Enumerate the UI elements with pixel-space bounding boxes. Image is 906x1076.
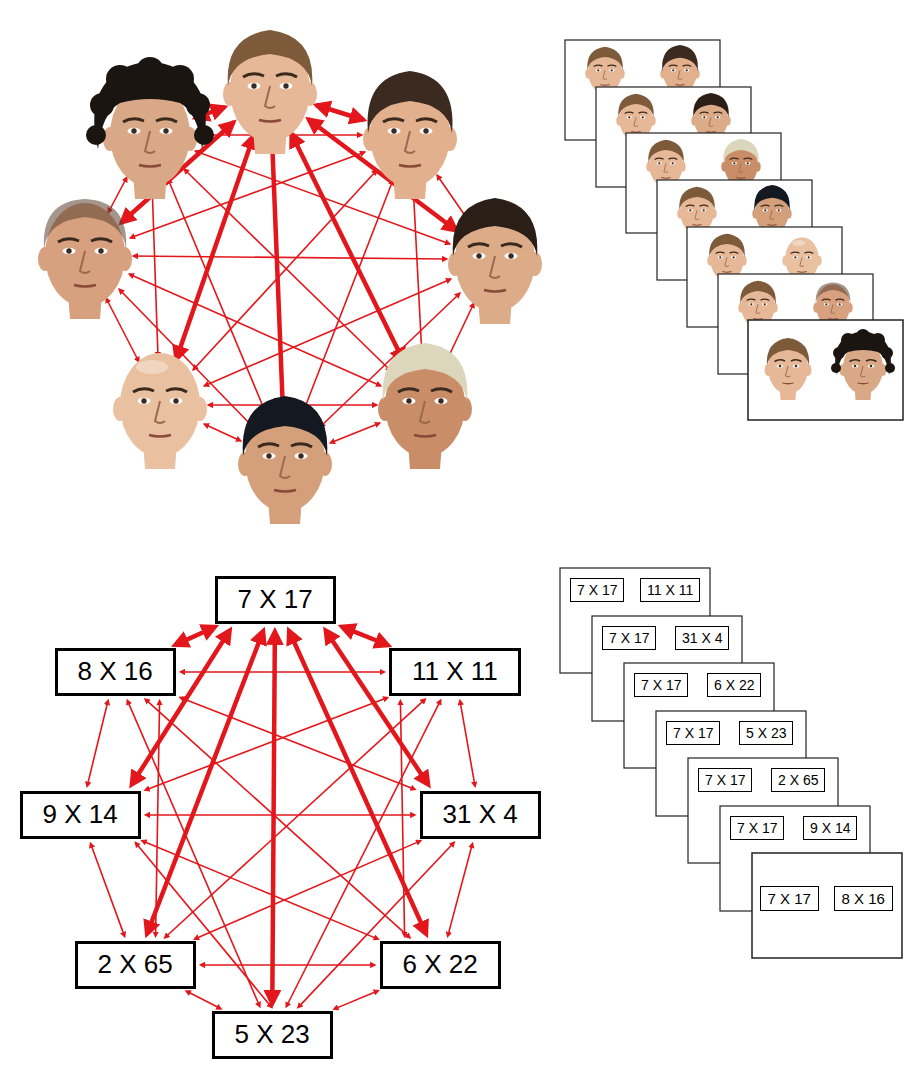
- trial-box: 8 X 16: [834, 886, 893, 911]
- comparison-arrow: [461, 704, 475, 783]
- comparison-arrow: [156, 704, 160, 933]
- comparison-arrow: [148, 699, 384, 789]
- box-label: 7 X 17: [609, 630, 649, 646]
- face-link: [302, 180, 393, 415]
- box-label: 7 X 17: [737, 820, 777, 836]
- face-portrait: [223, 30, 317, 154]
- box-label: 31 X 4: [682, 630, 722, 646]
- trial-box: 7 X 17: [602, 626, 656, 650]
- comparison-arrow: [351, 630, 379, 641]
- face-link: [204, 424, 241, 441]
- trial-box: 2 X 65: [771, 768, 825, 792]
- box-label: 5 X 23: [746, 725, 786, 741]
- box-label: 11 X 11: [412, 657, 498, 687]
- product-box: 9 X 14: [20, 791, 141, 839]
- trial-box: 9 X 14: [803, 816, 857, 840]
- trial-box: 7 X 17: [570, 578, 624, 602]
- comparison-arrow: [92, 847, 124, 934]
- box-label: 7 X 17: [641, 677, 681, 693]
- face-link: [106, 298, 139, 362]
- face-portrait: [363, 71, 457, 199]
- box-label: 2 X 65: [778, 772, 818, 788]
- comparison-arrow: [88, 704, 107, 783]
- problem-card: [752, 853, 902, 958]
- face-card-stack: [565, 40, 903, 420]
- box-label: 7 X 17: [673, 725, 713, 741]
- trial-box: 7 X 17: [634, 673, 688, 697]
- box-label: 6 X 22: [403, 950, 478, 980]
- comparison-arrow: [149, 814, 412, 816]
- trial-box: 7 X 17: [666, 721, 720, 745]
- problem-card-stack: [560, 568, 902, 958]
- product-box: 6 X 22: [380, 941, 501, 989]
- box-label: 7 X 17: [705, 772, 745, 788]
- box-label: 5 X 23: [235, 1020, 310, 1050]
- face-portrait: [38, 199, 132, 319]
- box-label: 7 X 17: [768, 890, 811, 907]
- comparison-arrow: [204, 964, 372, 966]
- face-link: [193, 170, 377, 370]
- comparison-arrow: [198, 842, 418, 938]
- face-card: [748, 320, 903, 420]
- face-link: [152, 183, 158, 357]
- comparison-arrow: [337, 992, 375, 1008]
- face-portrait: [113, 353, 207, 469]
- trial-box: 5 X 23: [739, 721, 793, 745]
- face-link: [316, 105, 364, 120]
- comparison-arrow: [145, 842, 375, 938]
- trial-box: 7 X 17: [730, 816, 784, 840]
- face-portraits: [38, 30, 542, 524]
- product-box: 2 X 65: [75, 941, 196, 989]
- comparison-arrow: [189, 993, 218, 1008]
- comparison-arrow: [449, 847, 472, 933]
- trial-box: 11 X 11: [640, 578, 700, 602]
- comparison-arrow: [184, 671, 381, 673]
- box-label: 7 X 17: [238, 585, 313, 615]
- product-box: 7 X 17: [215, 576, 336, 624]
- product-box: 5 X 23: [212, 1011, 333, 1059]
- product-box: 11 X 11: [389, 648, 521, 696]
- box-label: 9 X 14: [43, 800, 118, 830]
- box-label: 31 X 4: [443, 800, 518, 830]
- box-label: 2 X 65: [98, 950, 173, 980]
- face-link: [330, 423, 380, 443]
- face-portrait: [448, 198, 542, 324]
- trial-box: 7 X 17: [760, 886, 819, 911]
- comparison-arrow: [148, 701, 408, 935]
- face-portrait: [378, 343, 472, 469]
- trial-box: 31 X 4: [675, 626, 729, 650]
- face-portrait: [86, 57, 214, 199]
- box-label: 11 X 11: [647, 582, 693, 598]
- face-link: [133, 256, 447, 259]
- face-link: [184, 169, 391, 371]
- comparison-arrow: [167, 701, 423, 935]
- box-label: 9 X 14: [810, 820, 850, 836]
- comparison-arrow: [272, 641, 274, 993]
- box-label: 8 X 16: [78, 657, 153, 687]
- box-label: 6 X 22: [714, 677, 754, 693]
- box-label: 8 X 16: [842, 890, 885, 907]
- face-portrait: [238, 396, 332, 524]
- trial-box: 6 X 22: [707, 673, 761, 697]
- product-box: 8 X 16: [55, 648, 176, 696]
- box-label: 7 X 17: [577, 582, 617, 598]
- product-box: 31 X 4: [420, 791, 541, 839]
- comparison-arrow: [184, 631, 206, 641]
- trial-box: 7 X 17: [698, 768, 752, 792]
